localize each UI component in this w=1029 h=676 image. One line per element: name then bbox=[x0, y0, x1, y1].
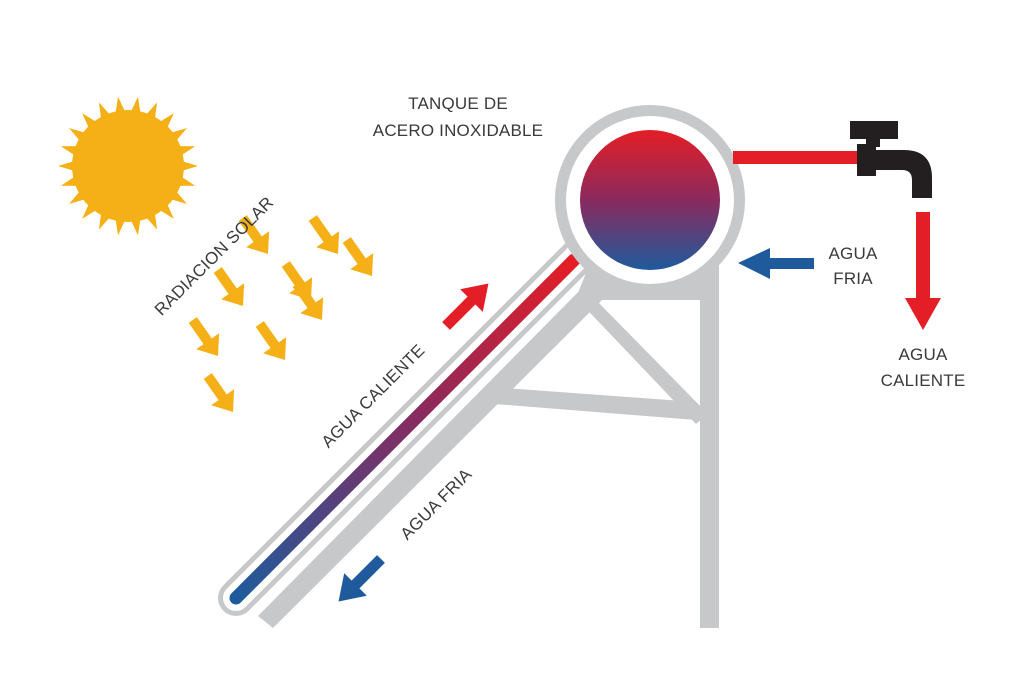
solar-radiation-arrow bbox=[281, 261, 313, 300]
cold-water-flow-arrow bbox=[338, 555, 385, 602]
tank-label-line1: TANQUE DE bbox=[408, 94, 508, 113]
solar-radiation-arrows bbox=[188, 215, 374, 412]
hot-water-flow-arrow bbox=[442, 283, 489, 330]
solar-radiation-arrow bbox=[292, 281, 324, 320]
hot-water-outlet-pipe bbox=[733, 151, 863, 164]
hot-outlet-label-line1: AGUA bbox=[899, 345, 948, 364]
hot-water-outlet-arrow bbox=[905, 212, 941, 330]
cold-water-inlet-arrow bbox=[738, 248, 814, 279]
solar-radiation-arrow bbox=[203, 373, 235, 412]
hot-outlet-label-line2: CALIENTE bbox=[881, 371, 966, 390]
sun-ray bbox=[179, 160, 198, 172]
cold-inlet-label-line2: FRIA bbox=[833, 269, 873, 288]
sun-icon bbox=[58, 96, 198, 236]
faucet-icon bbox=[850, 121, 932, 198]
sun-ray bbox=[58, 160, 77, 172]
solar-radiation-arrow bbox=[213, 267, 245, 306]
solar-radiation-arrow bbox=[342, 237, 374, 276]
solar-radiation-arrow bbox=[308, 215, 340, 254]
cold-inlet-label-line1: AGUA bbox=[829, 244, 878, 263]
stainless-steel-tank bbox=[555, 105, 745, 295]
solar-radiation-arrow bbox=[255, 321, 287, 360]
solar-radiation-arrow bbox=[238, 215, 270, 254]
solar-radiation-arrow bbox=[188, 317, 220, 356]
evacuated-tube bbox=[218, 238, 596, 616]
tank-label-line2: ACERO INOXIDABLE bbox=[373, 121, 543, 140]
